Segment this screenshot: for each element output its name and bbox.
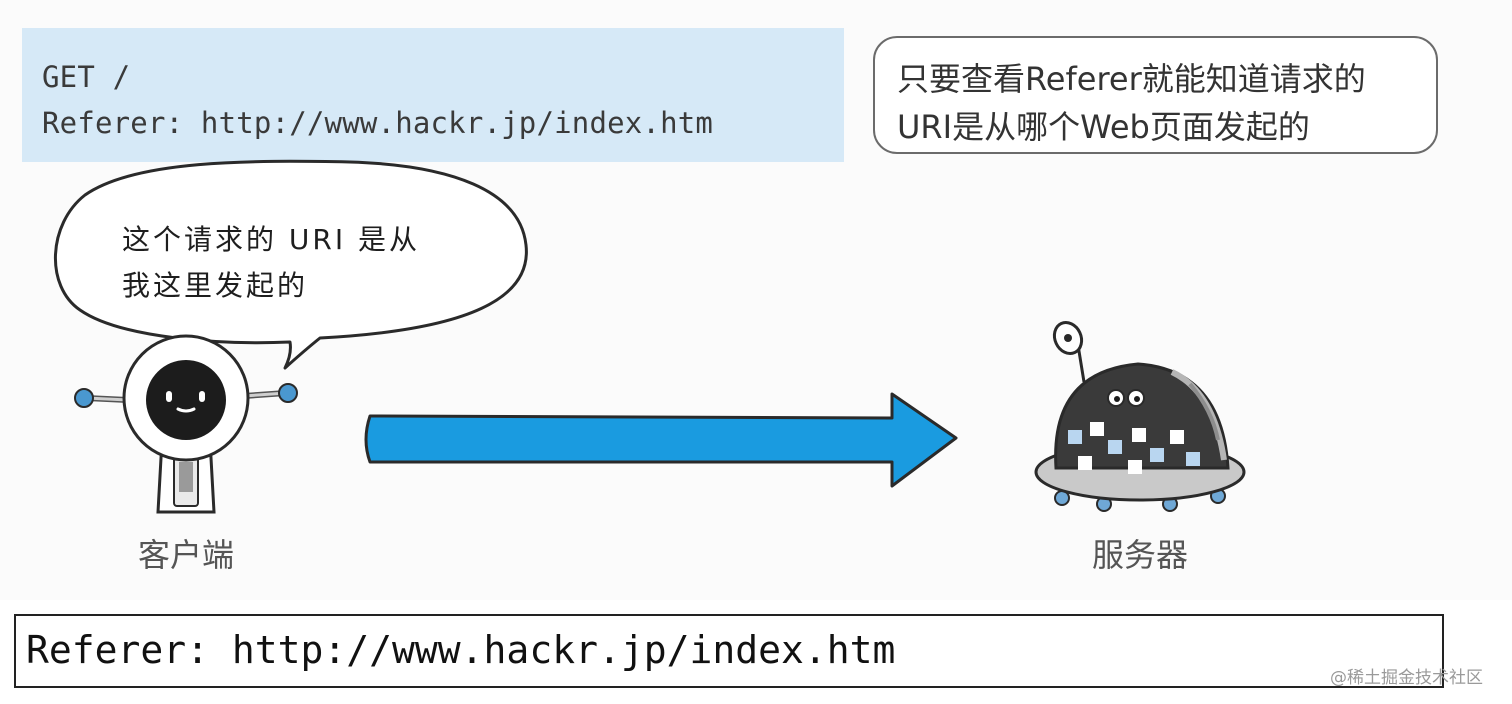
note-line-2: URI是从哪个Web页面发起的 <box>897 108 1310 146</box>
request-flow-arrow <box>364 392 958 488</box>
note-line-1: 只要查看Referer就能知道请求的 <box>897 60 1366 98</box>
diagram-graphics <box>53 159 1246 514</box>
client-label: 客户端 <box>138 536 235 574</box>
referer-header-text: Referer: http://www.hackr.jp/index.htm <box>26 628 896 672</box>
bubble-line-2: 我这里发起的 <box>122 269 309 302</box>
referer-header-line: Referer: http://www.hackr.jp/index.htm <box>42 106 714 140</box>
server-robot-icon <box>1034 320 1246 512</box>
client-robot-icon <box>74 334 298 514</box>
watermark: @稀土掘金技术社区 <box>1330 668 1483 688</box>
http-request-box: GET / Referer: http://www.hackr.jp/index… <box>22 28 844 162</box>
server-label: 服务器 <box>1092 536 1189 574</box>
referer-header-example: Referer: http://www.hackr.jp/index.htm <box>14 614 1444 688</box>
diagram-illustration: GET / Referer: http://www.hackr.jp/index… <box>22 28 1438 574</box>
explanation-note: 只要查看Referer就能知道请求的 URI是从哪个Web页面发起的 <box>873 36 1438 154</box>
bubble-line-1: 这个请求的 URI 是从 <box>122 223 421 256</box>
request-line: GET / <box>42 60 131 94</box>
speech-bubble <box>53 159 528 370</box>
